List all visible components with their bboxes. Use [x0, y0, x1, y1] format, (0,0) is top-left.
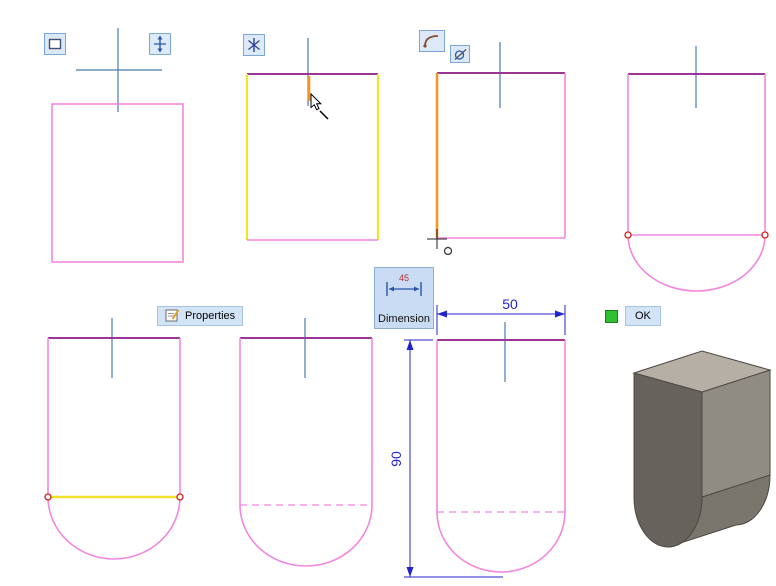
properties-callout[interactable]: Properties	[157, 306, 244, 326]
dimension-glyph: 45	[386, 273, 422, 296]
circle-slash-glyph	[454, 48, 466, 60]
dimension-width[interactable]: 50	[436, 296, 566, 335]
step8-extruded-solid[interactable]	[632, 350, 772, 548]
step5-select-line-sketch	[44, 318, 184, 560]
trim-tool-icon[interactable]	[243, 34, 265, 56]
ok-indicator[interactable]: OK	[605, 306, 661, 326]
endpoint-left[interactable]	[624, 231, 632, 239]
ok-green-icon	[605, 309, 618, 323]
rectangle-tool-icon[interactable]	[44, 33, 66, 55]
bottom-arc[interactable]	[47, 496, 181, 560]
step3-arc-start-sketch	[427, 42, 566, 256]
dimension-width-value[interactable]: 50	[502, 296, 518, 312]
centerline-glyph	[154, 35, 166, 53]
step6-construction-sketch	[239, 318, 373, 567]
step2-trim-sketch	[245, 38, 380, 241]
tangent-arc-glyph	[423, 35, 439, 48]
step1-rectangle-sketch	[51, 28, 184, 263]
step4-arc-sketch	[624, 46, 769, 292]
dimension-height-value[interactable]: 90	[388, 451, 404, 467]
step7-dimensioned-sketch: 50 90	[388, 296, 566, 578]
tangent-arc-tool-icon[interactable]	[419, 30, 445, 52]
bottom-arc[interactable]	[239, 504, 373, 567]
dimension-height[interactable]: 90	[388, 339, 503, 578]
endpoint-right[interactable]	[176, 493, 184, 501]
dimension-glyph-value: 45	[399, 273, 409, 283]
sketch-rectangle[interactable]	[51, 103, 184, 263]
solid-front-face	[633, 372, 703, 548]
sketch-fillet-tool-icon[interactable]	[450, 45, 470, 63]
bottom-arc[interactable]	[436, 511, 566, 573]
endpoint-left[interactable]	[44, 493, 52, 501]
endpoint-right[interactable]	[761, 231, 769, 239]
dimension-tool-icon[interactable]: 45 Dimension	[374, 267, 434, 329]
ok-text: OK	[635, 309, 651, 322]
bottom-arc[interactable]	[627, 234, 766, 292]
arrow-cursor	[310, 92, 329, 120]
trim-glyph	[248, 38, 260, 52]
properties-text: Properties	[185, 309, 236, 322]
rectangle-glyph	[48, 38, 62, 50]
centerline-tool-icon[interactable]	[149, 33, 171, 55]
crosshair-cursor	[427, 229, 453, 256]
properties-icon	[165, 309, 180, 322]
dimension-tool-text: Dimension	[378, 313, 430, 325]
